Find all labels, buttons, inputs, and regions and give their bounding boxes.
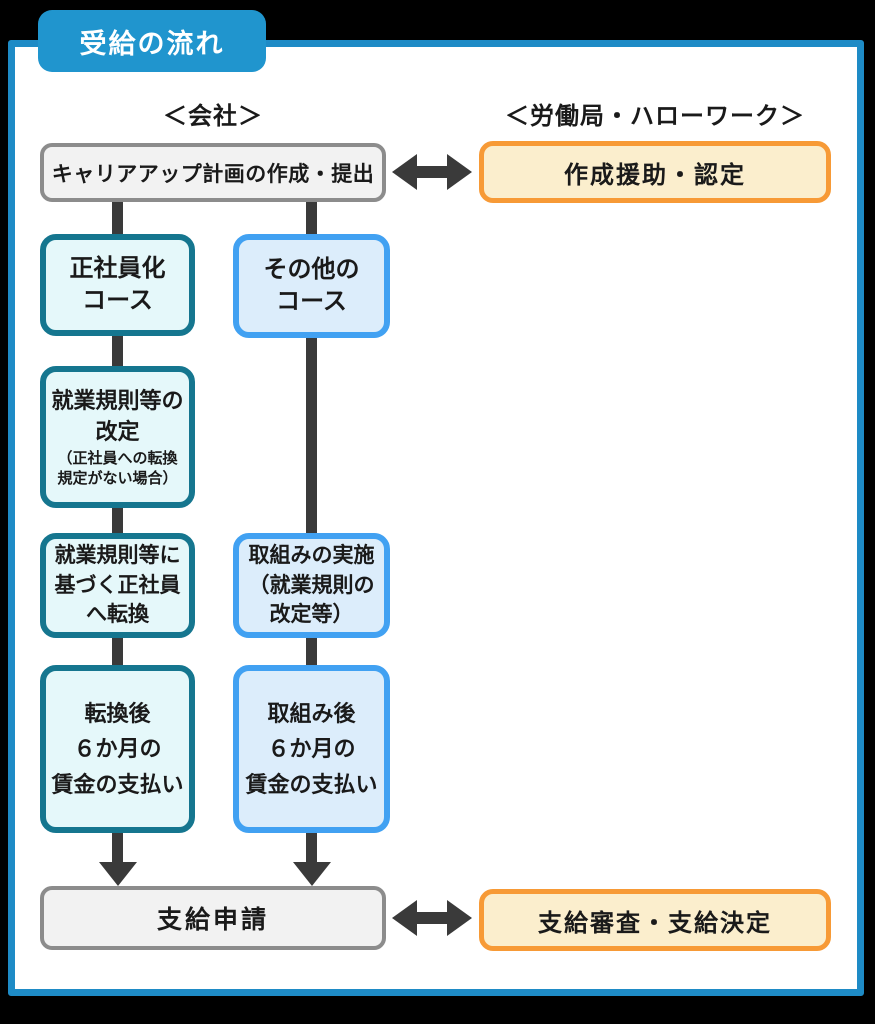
connector-right-3 [306,636,317,668]
title-badge-label: 受給の流れ [79,28,225,59]
bureau-column-header: ＜労働局・ハローワーク＞ [505,103,805,130]
other-course-box: その他の コース [233,234,390,338]
regular-employee-course-box: 正社員化 コース [40,234,195,336]
connector-left-2 [112,334,123,370]
connector-left-3 [112,504,123,536]
double-arrow-icon-bottom [392,900,472,936]
work-rules-revision-box: 就業規則等の 改定 （正社員への転換 規定がない場合） [40,366,195,508]
assist-certification-box: 作成援助・認定 [479,141,831,203]
connector-left-top [112,198,123,238]
arrow-head-right-icon [447,154,472,190]
plan-creation-box: キャリアアップ計画の作成・提出 [40,143,386,202]
title-badge: 受給の流れ [38,10,266,72]
conversion-box: 就業規則等に 基づく正社員 へ転換 [40,533,195,638]
connector-right-top [306,198,317,238]
connector-right-bottom [306,831,317,863]
arrow-bar [417,912,447,924]
implementation-box: 取組みの実施 （就業規則の 改定等） [233,533,390,638]
arrow-head-left-icon [392,900,417,936]
arrow-head-left-icon [392,154,417,190]
work-rules-revision-note: （正社員への転換 規定がない場合） [57,450,178,487]
payment-application-box: 支給申請 [40,886,386,950]
wages-after-implementation-box: 取組み後 ６か月の 賃金の支払い [233,665,390,833]
company-column-header: ＜会社＞ [163,103,263,130]
arrow-bar [417,166,447,178]
connector-left-4 [112,636,123,668]
connector-right-2 [306,336,317,536]
wages-after-conversion-box: 転換後 ６か月の 賃金の支払い [40,665,195,833]
down-arrow-icon-right [293,862,331,886]
connector-left-bottom [112,831,123,863]
work-rules-revision-main: 就業規則等の 改定 [51,387,184,444]
down-arrow-icon-left [99,862,137,886]
arrow-head-right-icon [447,900,472,936]
payment-decision-box: 支給審査・支給決定 [479,889,831,951]
double-arrow-icon-top [392,154,472,190]
